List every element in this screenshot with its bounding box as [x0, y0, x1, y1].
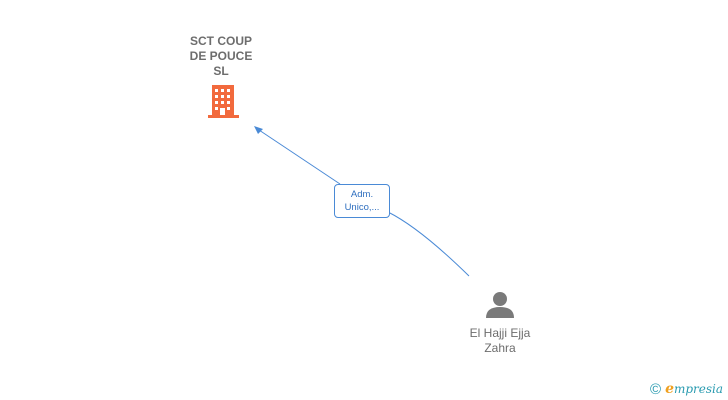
role-line-1: Adm. — [350, 189, 374, 200]
relationship-edge — [387, 211, 470, 277]
arrowhead-icon — [254, 126, 263, 134]
person-icon[interactable] — [486, 292, 514, 318]
person-name-label[interactable]: El Hajji Ejja Zahra — [469, 326, 531, 355]
company-name-label[interactable]: SCT COUP DE POUCE SL — [189, 34, 253, 78]
building-icon[interactable] — [208, 85, 239, 118]
role-line-2: Unico,... — [344, 202, 380, 213]
brand-initial: e — [665, 381, 674, 397]
brand-logo: © empresia — [650, 380, 723, 398]
relationship-edge-upper — [255, 127, 341, 185]
relationship-role-badge[interactable]: Adm. Unico,... — [334, 184, 390, 218]
brand-name: empresia — [665, 381, 723, 397]
copyright-icon: © — [650, 380, 662, 398]
brand-rest: mpresia — [673, 382, 724, 396]
